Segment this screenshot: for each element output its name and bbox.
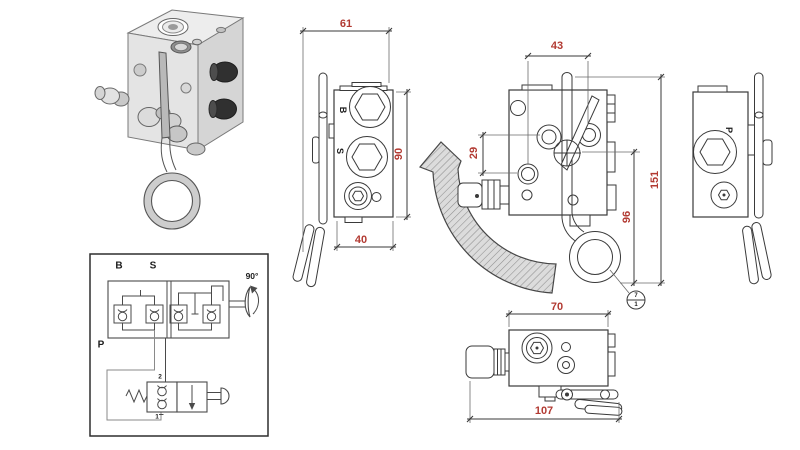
dims-front — [478, 52, 665, 287]
top-view — [465, 310, 623, 423]
rotation-arrow — [418, 141, 557, 294]
dim-151: 151 — [649, 170, 661, 190]
side-view-left — [292, 27, 411, 288]
schematic-label-s: S — [149, 260, 157, 272]
front-view — [418, 52, 665, 310]
balloon-top-number: 7 — [634, 292, 638, 299]
schematic-label-b: B — [115, 260, 123, 272]
isometric-render — [94, 9, 245, 230]
schematic-valve-block — [107, 280, 230, 339]
dim-107: 107 — [534, 405, 554, 417]
schematic-label-p: P — [97, 339, 105, 351]
dim-29: 29 — [468, 146, 480, 160]
port-label-p: P — [724, 126, 734, 134]
pilot-port-2: 2 — [158, 373, 162, 381]
rotary-actuator-symbol — [229, 285, 259, 318]
side-view-right — [692, 72, 773, 285]
pilot-port-1: 1 — [155, 413, 159, 421]
ring-handle — [553, 72, 621, 283]
dim-61: 61 — [339, 18, 353, 30]
dims-side-left — [299, 27, 411, 252]
dim-40: 40 — [354, 234, 368, 246]
dims-top — [466, 310, 623, 423]
schematic-label-90deg: 90° — [245, 271, 259, 281]
dim-70: 70 — [550, 301, 564, 313]
balloon-bottom-number: 1 — [634, 301, 638, 308]
balloon-callout — [609, 269, 646, 310]
check-valve-symbols — [117, 309, 217, 322]
port-label-b: B — [338, 106, 348, 114]
hydraulic-schematic — [89, 253, 269, 437]
port-label-s: S — [335, 147, 345, 155]
dim-43: 43 — [550, 40, 564, 52]
dim-90: 90 — [393, 147, 405, 161]
dim-96: 96 — [621, 210, 633, 224]
pilot-valve-symbol — [125, 381, 230, 415]
